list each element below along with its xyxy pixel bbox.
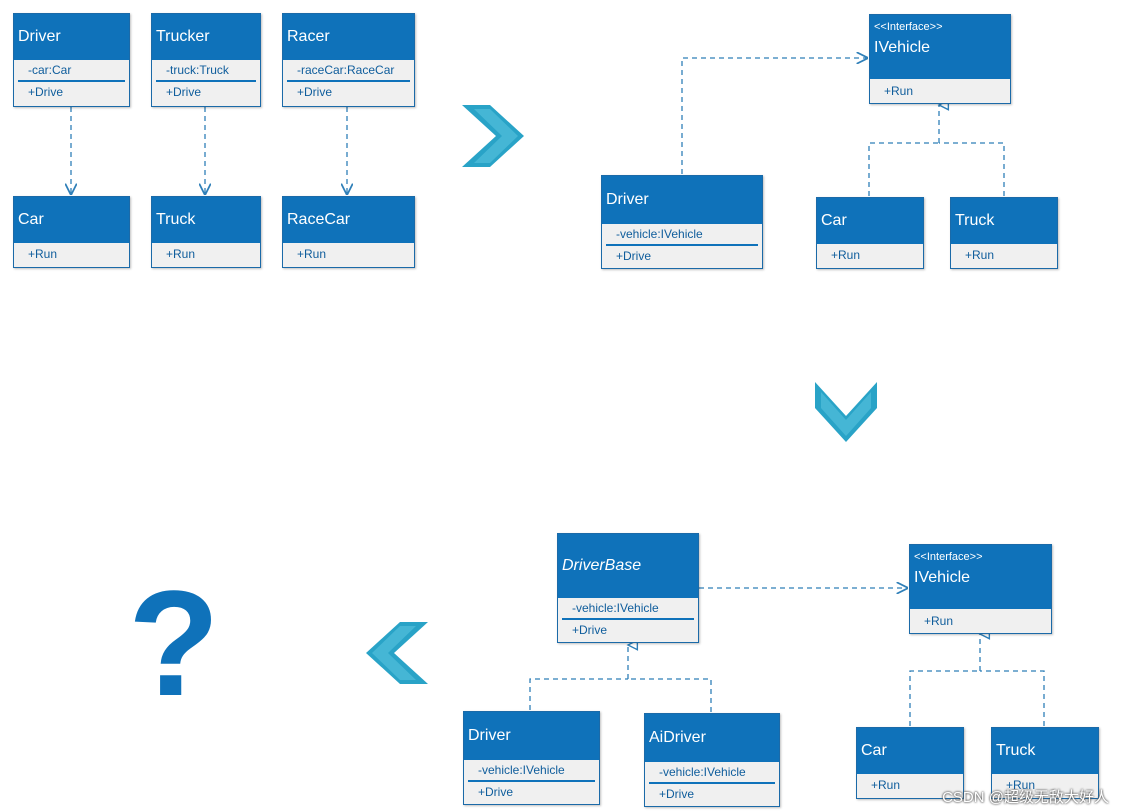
interface-ivehicle: <<Interface>> IVehicle +Run	[869, 14, 1011, 104]
class-driver: Driver -car:Car +Drive	[13, 13, 130, 107]
class-operation: +Drive	[297, 85, 333, 99]
class-name: Car	[18, 211, 44, 228]
class-operation: +Run	[871, 778, 901, 792]
class-attribute: -truck:Truck	[156, 60, 256, 82]
realize-truck-ivehicle	[939, 142, 1005, 196]
inherit-driver-driverbase	[529, 678, 628, 710]
class-attribute: -vehicle:IVehicle	[562, 598, 694, 620]
class-attribute: -raceCar:RaceCar	[287, 60, 410, 82]
class-operation: +Run	[965, 248, 995, 262]
class-name: Trucker	[156, 28, 210, 45]
interface-ivehicle-3: <<Interface>> IVehicle +Run	[909, 544, 1052, 634]
class-truck: Truck +Run	[151, 196, 261, 268]
class-operation: +Run	[1006, 778, 1036, 792]
question-mark: ?	[128, 559, 220, 727]
class-name: IVehicle	[874, 39, 931, 56]
class-operation: +Drive	[572, 623, 608, 637]
class-name: Racer	[287, 28, 330, 45]
class-name: IVehicle	[914, 569, 971, 586]
class-car-2: Car +Run	[816, 197, 924, 269]
class-operation: +Drive	[166, 85, 202, 99]
class-name: Driver	[468, 727, 511, 744]
class-car: Car +Run	[13, 196, 130, 268]
stereotype-label: <<Interface>>	[914, 551, 983, 563]
class-operation: +Drive	[28, 85, 64, 99]
watermark-label: CSDN @超级无敌大好人	[942, 789, 1109, 806]
class-attribute: -vehicle:IVehicle	[468, 760, 595, 782]
class-operation: +Run	[297, 247, 327, 261]
class-operation: +Run	[166, 247, 196, 261]
class-driverbase: DriverBase -vehicle:IVehicle +Drive	[557, 533, 699, 643]
class-attribute: -vehicle:IVehicle	[649, 762, 775, 784]
chevron-left-icon	[366, 622, 428, 684]
class-name: Truck	[156, 211, 196, 228]
class-aidriver: AiDriver -vehicle:IVehicle +Drive	[644, 713, 780, 807]
class-truck-2: Truck +Run	[950, 197, 1058, 269]
class-racecar: RaceCar +Run	[282, 196, 415, 268]
stereotype-label: <<Interface>>	[874, 21, 943, 33]
class-name: AiDriver	[649, 729, 706, 746]
class-driver-3: Driver -vehicle:IVehicle +Drive	[463, 711, 600, 805]
realize-car-ivehicle	[868, 142, 939, 196]
chevron-right-icon	[462, 105, 524, 167]
class-operation: +Drive	[659, 787, 695, 801]
class-name: Truck	[955, 212, 995, 229]
inherit-aidriver-driverbase	[628, 678, 712, 712]
realize-car3-ivehicle	[909, 670, 980, 726]
class-driver-2: Driver -vehicle:IVehicle +Drive	[601, 175, 763, 269]
class-trucker: Trucker -truck:Truck +Drive	[151, 13, 261, 107]
class-attribute: -car:Car	[18, 60, 125, 82]
class-operation: +Run	[924, 614, 954, 628]
class-operation: +Run	[28, 247, 58, 261]
class-name: Car	[861, 742, 887, 759]
chevron-down-icon	[815, 382, 877, 442]
realize-truck3-ivehicle	[980, 670, 1045, 726]
class-racer: Racer -raceCar:RaceCar +Drive	[282, 13, 415, 107]
class-attribute: -vehicle:IVehicle	[606, 224, 758, 246]
class-car-3: Car +Run	[856, 727, 964, 799]
class-operation: +Drive	[478, 785, 514, 799]
class-name: Car	[821, 212, 847, 229]
class-name: Truck	[996, 742, 1036, 759]
class-operation: +Run	[831, 248, 861, 262]
class-name: Driver	[606, 191, 649, 208]
class-name: DriverBase	[562, 557, 642, 574]
class-operation: +Drive	[616, 249, 652, 263]
class-truck-3: Truck +Run	[991, 727, 1099, 799]
class-name: Driver	[18, 28, 61, 45]
class-operation: +Run	[884, 84, 914, 98]
class-name: RaceCar	[287, 211, 351, 228]
dep-driver-ivehicle	[681, 58, 867, 174]
